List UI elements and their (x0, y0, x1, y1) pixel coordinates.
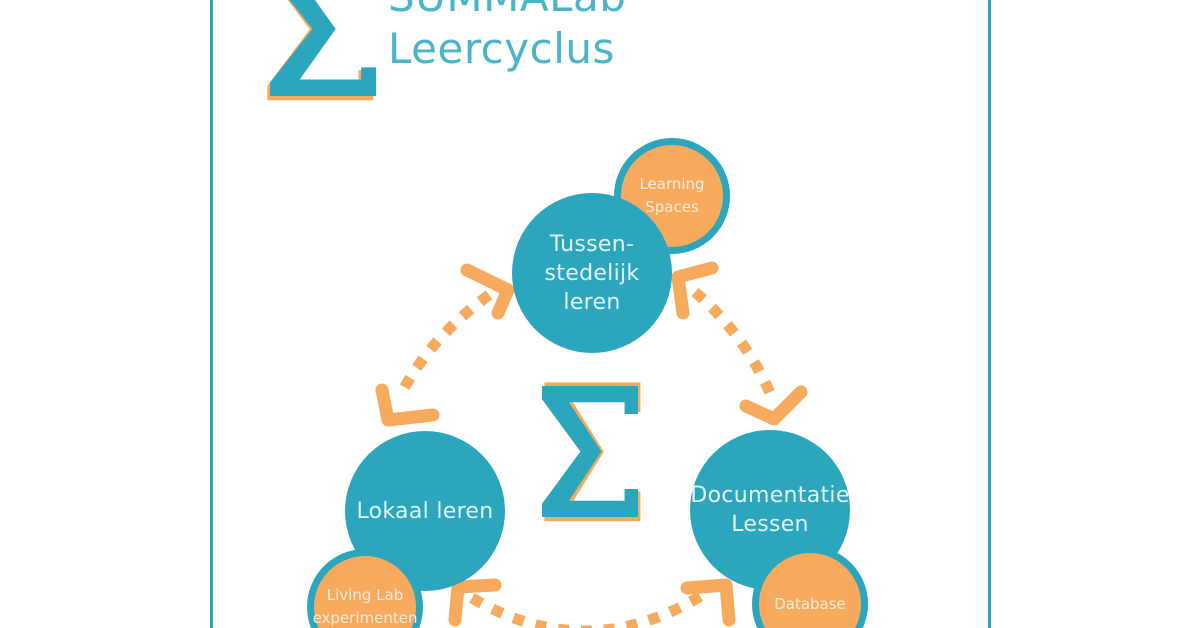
node-label: Tussen- stedelijk leren (544, 231, 640, 315)
arrow-documentatie-lokaal-icon (448, 578, 736, 628)
arrow-tussen-documentatie-icon (671, 261, 808, 426)
sigma-icon (542, 382, 641, 522)
satellite-label: Living Lab experimenten (312, 586, 418, 627)
brand-title: SUMMALab (388, 0, 626, 23)
frame-right-border (988, 0, 991, 628)
brand-titles: SUMMALab Leercyclus (388, 0, 626, 75)
node-label: Lokaal leren (356, 498, 494, 524)
satellite-label: Learning Spaces (639, 175, 705, 216)
arrow-lokaal-tussen-icon (375, 263, 515, 427)
node-label: Documentatie Lessen (690, 483, 850, 537)
sigma-icon (267, 0, 376, 101)
satellite-label: Database (774, 594, 846, 613)
brand-subtitle: Leercyclus (388, 24, 615, 73)
node-tussenstedelijk-leren: Tussen- stedelijk leren (512, 193, 672, 353)
satellite-learning-spaces: Learning Spaces (614, 138, 730, 254)
frame-left-border (210, 0, 213, 628)
